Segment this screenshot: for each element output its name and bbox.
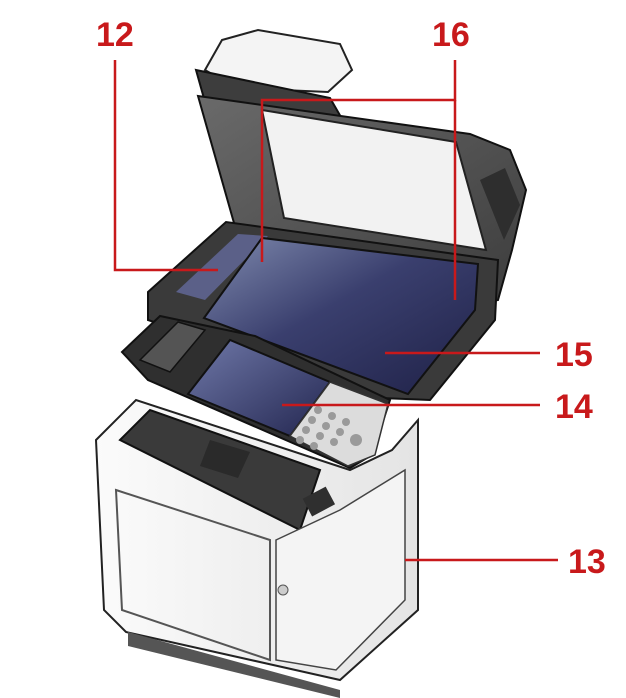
callout-13: 13: [568, 543, 606, 581]
callout-12: 12: [96, 16, 134, 54]
callout-15: 15: [555, 336, 593, 374]
operation-panel: [120, 314, 392, 470]
callout-lines: [113, 60, 558, 562]
main-body: [94, 398, 419, 698]
leader-16: [260, 60, 457, 262]
callout-14: 14: [555, 388, 593, 426]
platen-glass: [202, 236, 480, 396]
callout-16: 16: [432, 16, 470, 54]
leader-12: [113, 60, 218, 272]
